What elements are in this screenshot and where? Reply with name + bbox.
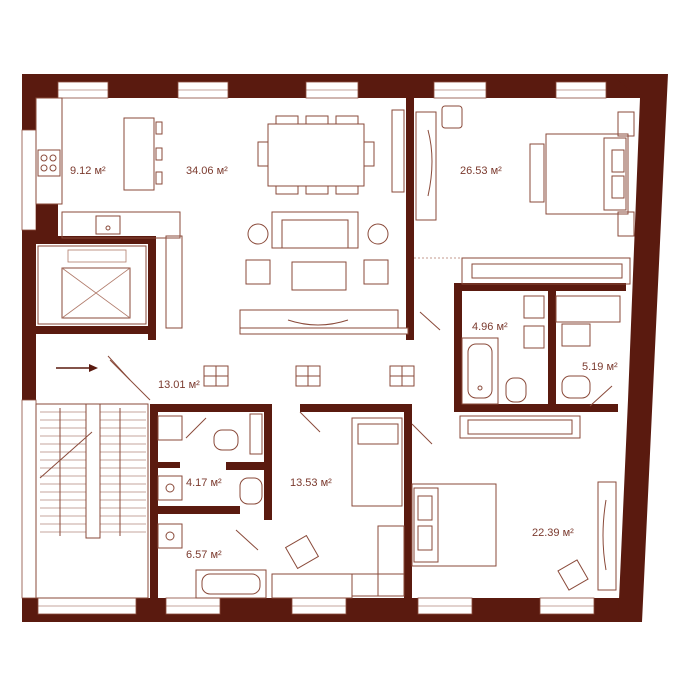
entrance-arrow-icon	[56, 364, 98, 372]
room-area-hall: 13.01 м²	[158, 379, 200, 391]
kitchen-furniture	[35, 97, 181, 239]
bath-top-fixtures	[461, 295, 621, 405]
staircase	[35, 403, 149, 599]
room-area-kitchen: 9.12 м²	[70, 165, 106, 177]
room-area-bedroom-bottom-right: 22.39 м²	[532, 527, 574, 539]
room-area-living: 34.06 м²	[186, 165, 228, 177]
room-labels: 9.12 м² 34.06 м² 26.53 м² 4.96 м² 5.19 м…	[70, 165, 618, 561]
room-area-bath-small-top: 4.96 м²	[472, 321, 508, 333]
interior-walls	[36, 98, 626, 598]
bedroom-top-right-furniture	[414, 105, 635, 285]
hall-fixtures	[109, 359, 581, 439]
elevator-shaft	[37, 245, 147, 325]
bedroom-middle-furniture	[271, 417, 405, 599]
outer-walls	[21, 74, 668, 622]
room-area-bath-left: 6.57 м²	[186, 549, 222, 561]
bedroom-bottom-right-furniture	[411, 481, 617, 591]
doors	[107, 311, 613, 551]
living-furniture	[165, 109, 405, 329]
room-area-bath-right: 5.19 м²	[582, 361, 618, 373]
room-area-wc-small: 4.17 м²	[186, 477, 222, 489]
bath-left-fixtures	[157, 413, 267, 599]
room-area-bedroom-middle: 13.53 м²	[290, 477, 332, 489]
room-area-bedroom-top-right: 26.53 м²	[460, 165, 502, 177]
